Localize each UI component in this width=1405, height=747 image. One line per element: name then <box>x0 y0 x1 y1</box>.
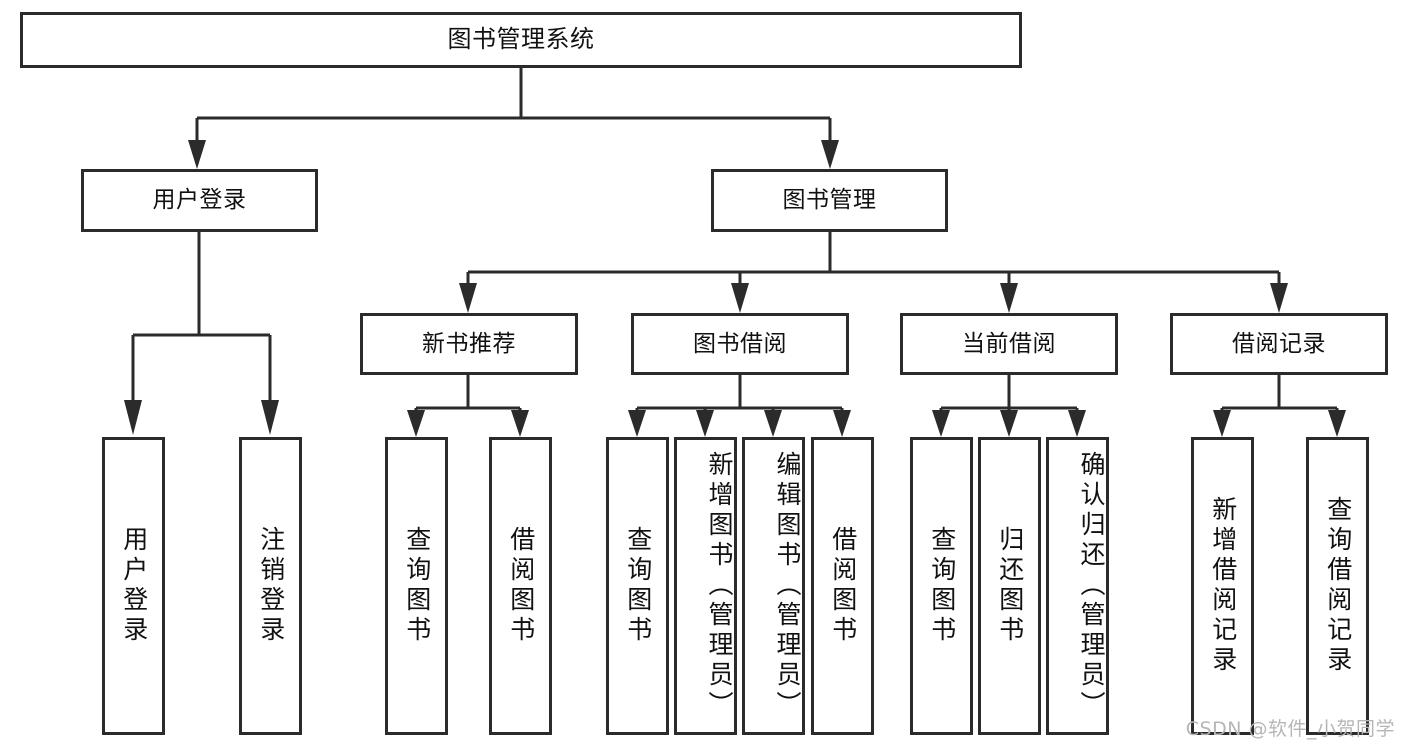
node-root-system[interactable]: 图书管理系统 <box>20 12 1022 68</box>
node-label: 确认归还（管理员） <box>1077 451 1106 721</box>
node-label: 编辑图书（管理员） <box>773 451 802 721</box>
node-leaf-add-record[interactable]: 新增借阅记录 <box>1191 437 1254 735</box>
node-leaf-query-book-1[interactable]: 查询图书 <box>385 437 448 735</box>
node-label: 新书推荐 <box>422 330 516 357</box>
node-leaf-borrow-book-2[interactable]: 借阅图书 <box>811 437 874 735</box>
node-label: 当前借阅 <box>962 330 1056 357</box>
node-label: 注销登录 <box>256 526 286 646</box>
node-borrow-record[interactable]: 借阅记录 <box>1170 313 1388 375</box>
node-new-book-recommend[interactable]: 新书推荐 <box>360 313 578 375</box>
node-current-borrow[interactable]: 当前借阅 <box>900 313 1118 375</box>
node-leaf-query-book-2[interactable]: 查询图书 <box>606 437 669 735</box>
node-label: 新增借阅记录 <box>1208 496 1238 676</box>
node-leaf-return-book[interactable]: 归还图书 <box>978 437 1041 735</box>
node-label: 图书管理系统 <box>447 25 595 54</box>
node-leaf-edit-book[interactable]: 编辑图书（管理员） <box>742 437 805 735</box>
node-leaf-add-book[interactable]: 新增图书（管理员） <box>674 437 737 735</box>
node-label: 用户登录 <box>152 187 247 214</box>
node-label: 查询图书 <box>402 526 432 646</box>
node-label: 图书借阅 <box>693 330 787 357</box>
node-leaf-confirm-return[interactable]: 确认归还（管理员） <box>1046 437 1109 735</box>
node-leaf-logout[interactable]: 注销登录 <box>239 437 302 735</box>
node-label: 新增图书（管理员） <box>705 451 734 721</box>
node-book-borrow[interactable]: 图书借阅 <box>631 313 849 375</box>
node-leaf-user-login[interactable]: 用户登录 <box>102 437 165 735</box>
node-label: 图书管理 <box>782 187 877 214</box>
node-leaf-query-book-3[interactable]: 查询图书 <box>910 437 973 735</box>
node-user-login[interactable]: 用户登录 <box>81 169 318 232</box>
node-label: 借阅记录 <box>1232 330 1326 357</box>
node-leaf-query-record[interactable]: 查询借阅记录 <box>1306 437 1369 735</box>
node-leaf-borrow-book-1[interactable]: 借阅图书 <box>489 437 552 735</box>
csdn-watermark: CSDN @软件_小贺同学 <box>1185 718 1395 740</box>
node-label: 查询借阅记录 <box>1323 496 1353 676</box>
node-label: 查询图书 <box>927 526 957 646</box>
node-label: 借阅图书 <box>506 526 536 646</box>
node-book-manage[interactable]: 图书管理 <box>711 169 948 232</box>
node-label: 用户登录 <box>119 526 149 646</box>
node-label: 归还图书 <box>995 526 1025 646</box>
node-label: 借阅图书 <box>828 526 858 646</box>
node-label: 查询图书 <box>623 526 653 646</box>
